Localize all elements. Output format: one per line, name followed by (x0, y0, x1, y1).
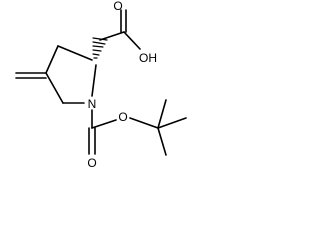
bond-c3-c2 (57, 45, 93, 61)
atom-label-n: N (88, 97, 97, 111)
structure-canvas: O OH N O O (15, 0, 187, 170)
bond-cboc-oester (91, 119, 117, 129)
atom-label-o-acid-carbonyl: O (113, 0, 122, 13)
bond-ctbu-me2 (157, 117, 187, 129)
bond-oester-ctbu (129, 117, 159, 129)
atom-label-o-ester: O (118, 110, 127, 124)
bond-c3-c4 (45, 45, 59, 74)
bond-c2-cacid (99, 31, 125, 41)
bond-n-c2 (91, 64, 97, 97)
atom-label-o-boc-carbonyl: O (87, 156, 96, 170)
stereo-hash-wedge (92, 37, 108, 59)
atom-label-oh: OH (139, 51, 157, 65)
bond-c4-c5 (45, 72, 64, 104)
bond-ctbu-me3 (157, 127, 167, 156)
bond-acid-c-oh (123, 31, 141, 50)
structure-drawing: O OH N O O (15, 0, 187, 170)
bond-ctbu-me1 (157, 99, 167, 129)
